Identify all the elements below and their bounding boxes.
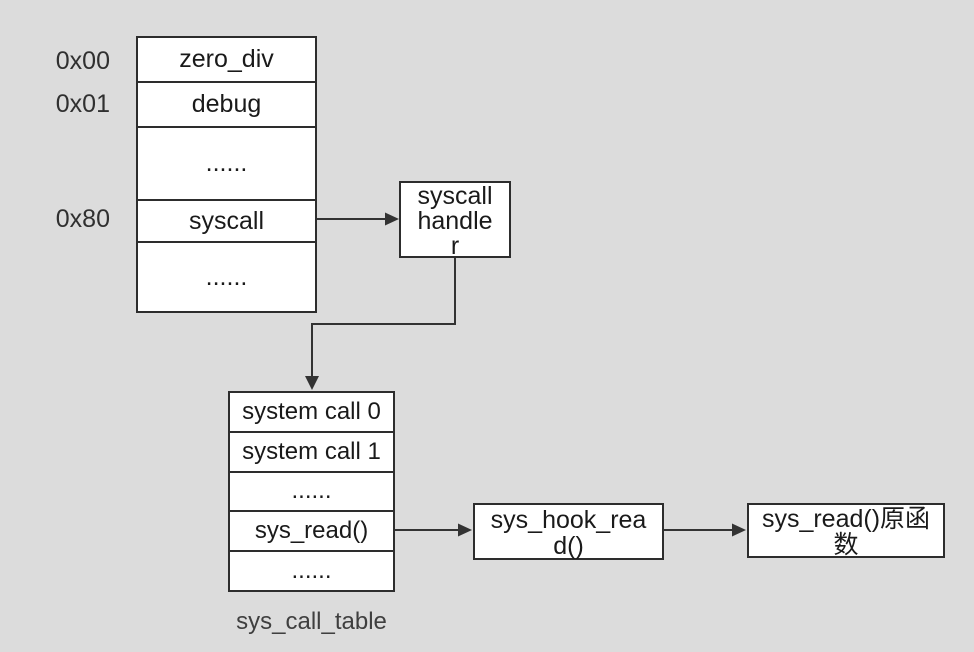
idt-row-ellipsis-1: ...... [138, 126, 315, 199]
idt-row-syscall: syscall [138, 199, 315, 241]
address-label-0x00: 0x00 [55, 47, 110, 75]
arrow-syscall-to-handler-head [385, 212, 399, 226]
arrow-handler-to-table-head [305, 376, 319, 390]
idt-row-debug: debug [138, 81, 315, 126]
sys-call-table: system call 0 system call 1 ...... sys_r… [228, 391, 395, 592]
sct-row-system-call-0: system call 0 [242, 397, 381, 425]
sct-row-ellipsis-2: ...... [230, 550, 393, 590]
syscall-handler-box: syscall handler [399, 181, 511, 259]
idt-row-zero-div: zero_div [179, 45, 274, 73]
sys-call-table-caption: sys_call_table [236, 608, 387, 635]
arrow-sysread-to-hook-head [458, 523, 472, 537]
address-label-0x80: 0x80 [55, 205, 110, 233]
sys-hook-read-box: sys_hook_read() [473, 503, 664, 560]
sys-read-original-box: sys_read()原函数 [747, 503, 945, 558]
idt-row-ellipsis-2: ...... [138, 241, 315, 311]
arrow-handler-to-table-line [311, 258, 456, 376]
interrupt-descriptor-table: zero_div debug ...... syscall ...... [136, 36, 317, 313]
sct-row-ellipsis-1: ...... [230, 470, 393, 511]
sct-row-system-call-1: system call 1 [230, 430, 393, 471]
address-label-0x01: 0x01 [55, 90, 110, 118]
sct-row-sys-read: sys_read() [230, 510, 393, 550]
arrow-hook-to-original-head [732, 523, 746, 537]
